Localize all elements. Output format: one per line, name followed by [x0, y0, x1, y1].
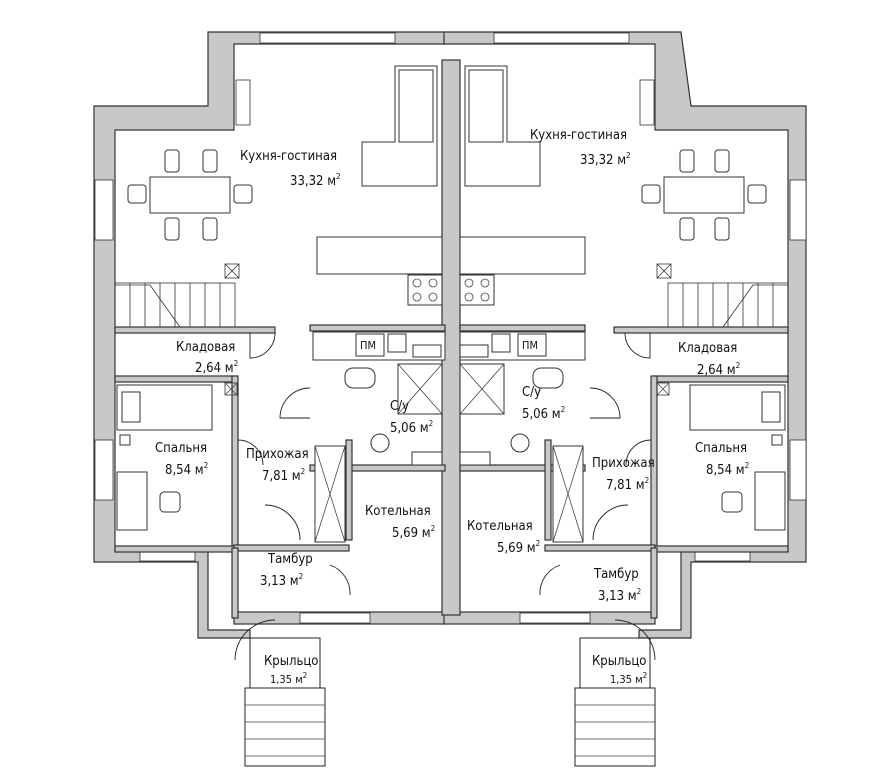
- label-vestibule: Тамбур: [593, 567, 639, 582]
- label-appliance: ПМ: [522, 339, 538, 352]
- stove: [407, 274, 443, 306]
- furniture-right: [459, 65, 789, 543]
- label-bedroom: Спальня: [695, 441, 747, 456]
- label-bedroom: Спальня: [155, 441, 207, 456]
- kitchen-island: [459, 236, 586, 275]
- svg-text:7,81 м2: 7,81 м2: [262, 467, 305, 484]
- label-porch: Крыльцо: [592, 654, 646, 669]
- label-kitchen: Кухня-гостиная: [530, 128, 627, 143]
- svg-text:1,35 м2: 1,35 м2: [610, 671, 647, 686]
- label-hallway: Прихожая: [592, 456, 655, 471]
- label-appliance: ПМ: [360, 339, 376, 352]
- dining-table: [663, 176, 745, 214]
- svg-text:5,06 м2: 5,06 м2: [522, 405, 565, 422]
- label-hallway: Прихожая: [246, 447, 309, 462]
- svg-text:3,13 м2: 3,13 м2: [598, 587, 641, 604]
- svg-text:2,64 м2: 2,64 м2: [697, 361, 740, 378]
- interior-walls-left: [114, 324, 446, 619]
- svg-text:8,54 м2: 8,54 м2: [165, 461, 208, 478]
- furniture-left: [114, 65, 446, 543]
- label-pantry: Кладовая: [678, 341, 737, 356]
- svg-text:5,69 м2: 5,69 м2: [497, 539, 540, 556]
- label-bathroom: С/у: [390, 399, 409, 414]
- label-porch: Крыльцо: [264, 654, 318, 669]
- staircase: [656, 263, 789, 328]
- interior-walls-right: [459, 324, 789, 619]
- label-kitchen: Кухня-гостиная: [240, 149, 337, 164]
- svg-text:3,13 м2: 3,13 м2: [260, 572, 303, 589]
- label-pantry: Кладовая: [176, 340, 235, 355]
- svg-text:2,64 м2: 2,64 м2: [195, 359, 238, 376]
- windows: [94, 32, 807, 624]
- svg-text:33,32 м2: 33,32 м2: [290, 172, 341, 189]
- svg-text:8,54 м2: 8,54 м2: [706, 461, 749, 478]
- right-exterior-wall: [443, 31, 807, 639]
- label-vestibule: Тамбур: [267, 552, 313, 567]
- svg-text:5,06 м2: 5,06 м2: [390, 419, 433, 436]
- doors: [234, 332, 656, 661]
- left-exterior-wall: [93, 31, 446, 639]
- kitchen-island: [316, 236, 443, 275]
- svg-text:1,35 м2: 1,35 м2: [270, 671, 307, 686]
- porch-steps: [244, 637, 656, 767]
- labels-right: Кухня-гостиная 33,32 м2 Кладовая 2,64 м2…: [467, 128, 749, 686]
- stove: [459, 274, 495, 306]
- staircase: [114, 263, 240, 328]
- dining-table: [149, 176, 231, 214]
- desk: [754, 471, 786, 531]
- label-boiler: Котельная: [365, 504, 431, 519]
- label-bathroom: С/у: [522, 385, 541, 400]
- svg-text:33,32 м2: 33,32 м2: [580, 151, 631, 168]
- labels-left: Кухня-гостиная 33,32 м2 Кладовая 2,64 м2…: [155, 149, 435, 686]
- svg-text:7,81 м2: 7,81 м2: [606, 476, 649, 493]
- svg-text:5,69 м2: 5,69 м2: [392, 524, 435, 541]
- label-boiler: Котельная: [467, 519, 533, 534]
- desk: [116, 471, 148, 531]
